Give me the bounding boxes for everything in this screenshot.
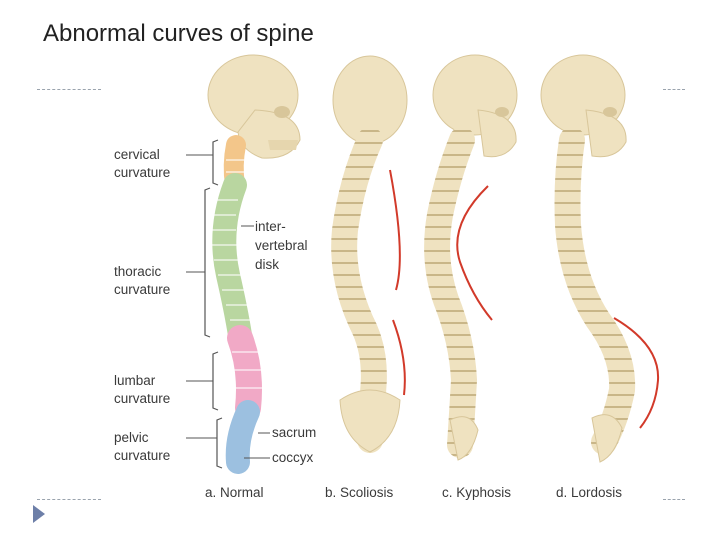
label-lumbar: lumbar bbox=[114, 373, 156, 388]
label-disk-line3: disk bbox=[255, 257, 279, 272]
scoliosis-curve-line-upper bbox=[389, 169, 401, 291]
label-pelvic: pelvic bbox=[114, 430, 149, 445]
skull-normal bbox=[207, 54, 301, 159]
label-disk-line2: vertebral bbox=[255, 238, 308, 253]
panel-normal bbox=[186, 54, 301, 474]
label-pelvic-curvature: curvature bbox=[114, 448, 170, 463]
panel-scoliosis bbox=[331, 55, 408, 453]
label-lumbar-curvature: curvature bbox=[114, 391, 170, 406]
curvature-brackets bbox=[204, 139, 223, 469]
lumbar-segment bbox=[227, 325, 262, 421]
decorative-dash-right-bottom bbox=[663, 499, 685, 500]
lordosis-curve-line bbox=[613, 317, 660, 429]
panel-caption-scoliosis: b. Scoliosis bbox=[325, 485, 394, 500]
label-coccyx: coccyx bbox=[272, 450, 314, 465]
kyphosis-curve-line bbox=[456, 185, 493, 321]
scoliosis-curve-line-lower bbox=[392, 319, 406, 396]
decorative-dash-right-top bbox=[663, 89, 685, 90]
lordosis-spine bbox=[554, 127, 636, 455]
label-disk-line1: inter- bbox=[255, 219, 286, 234]
decorative-dash-left-bottom bbox=[37, 499, 101, 500]
label-thoracic: thoracic bbox=[114, 264, 162, 279]
pelvic-segment bbox=[225, 400, 260, 474]
scoliosis-sacrum bbox=[339, 389, 401, 453]
label-cervical-curvature: curvature bbox=[114, 165, 170, 180]
decorative-dash-left-top bbox=[37, 89, 101, 90]
panel-caption-kyphosis: c. Kyphosis bbox=[442, 485, 511, 500]
panel-caption-lordosis: d. Lordosis bbox=[556, 485, 622, 500]
panel-lordosis bbox=[540, 54, 660, 463]
slide-title: Abnormal curves of spine bbox=[43, 20, 314, 47]
label-cervical: cervical bbox=[114, 147, 160, 162]
label-leaders bbox=[186, 154, 270, 459]
label-thoracic-curvature: curvature bbox=[114, 282, 170, 297]
label-sacrum: sacrum bbox=[272, 425, 316, 440]
kyphosis-spine bbox=[424, 127, 478, 458]
slide-bullet-icon bbox=[33, 505, 45, 523]
panel-caption-normal: a. Normal bbox=[205, 485, 264, 500]
panel-kyphosis bbox=[424, 54, 518, 461]
